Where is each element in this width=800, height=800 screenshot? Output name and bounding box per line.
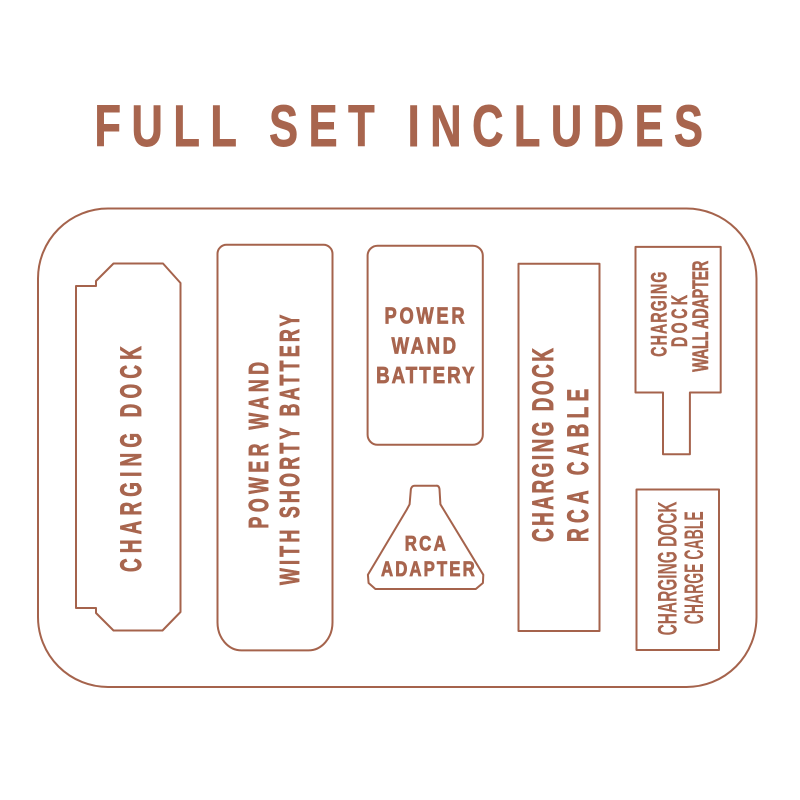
svg-text:WALL ADAPTER: WALL ADAPTER [688, 261, 713, 372]
svg-text:RCA: RCA [405, 533, 448, 556]
svg-text:WITH SHORTY BATTERY: WITH SHORTY BATTERY [274, 311, 305, 585]
svg-text:CHARGE CABLE: CHARGE CABLE [679, 511, 709, 624]
svg-text:ADAPTER: ADAPTER [381, 558, 477, 581]
svg-text:CHARGING DOCK: CHARGING DOCK [115, 341, 148, 572]
svg-text:FULL SET INCLUDES: FULL SET INCLUDES [95, 94, 714, 159]
svg-text:RCA CABLE: RCA CABLE [562, 384, 595, 542]
svg-text:DOCK: DOCK [667, 291, 692, 347]
svg-text:CHARGING DOCK: CHARGING DOCK [527, 346, 560, 542]
svg-text:CHARGING DOCK: CHARGING DOCK [653, 501, 683, 635]
svg-text:POWER WAND: POWER WAND [243, 358, 274, 529]
svg-text:POWER: POWER [385, 303, 468, 329]
svg-text:WAND: WAND [392, 332, 459, 358]
svg-text:CHARGING: CHARGING [647, 270, 672, 356]
svg-text:BATTERY: BATTERY [376, 362, 476, 388]
